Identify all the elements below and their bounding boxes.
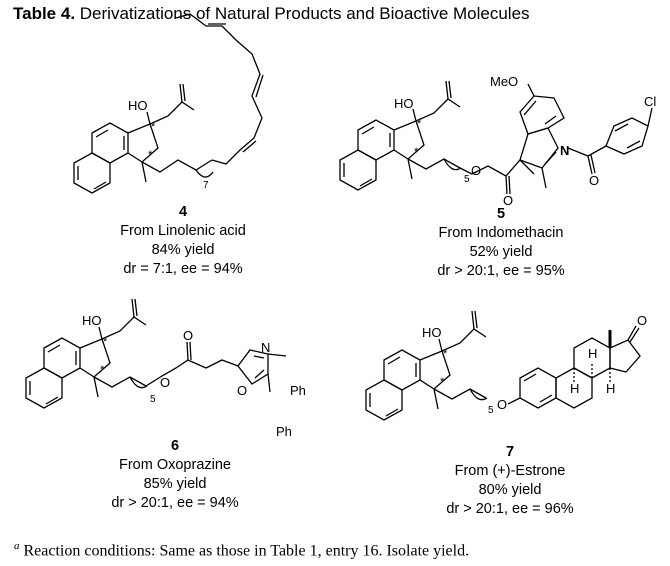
stereocenter-marker: * [148,149,153,161]
compound-source: From (+)-Estrone [454,463,566,479]
stereocenter-marker: * [440,376,445,388]
compound-source: From Linolenic acid [120,223,246,239]
stereocenter-marker: * [103,336,108,348]
atom-methoxy: MeO [490,74,518,89]
compound-number: 5 [496,206,506,222]
compound-5-caption: 5 From Indomethacin 52% yield dr > 20:1,… [411,205,591,281]
compound-yield: 84% yield [151,242,215,258]
stereocenter-marker: * [414,146,419,158]
atom-oxygen: O [471,163,481,178]
compound-selectivity: dr = 7:1, ee = 94% [123,261,243,277]
compound-selectivity: dr > 20:1, ee = 94% [111,495,239,511]
atom-phenyl: Ph [276,424,292,439]
compound-6-caption: 6 From Oxoprazine 85% yield dr > 20:1, e… [85,437,265,513]
stereocenter-marker: * [443,348,448,360]
compound-yield: 52% yield [469,244,533,260]
atom-oxygen: O [497,397,507,412]
stereocenter-marker: * [151,121,156,133]
compound-selectivity: dr > 20:1, ee = 96% [446,501,574,517]
compound-source: From Indomethacin [438,225,564,241]
compound-number: 7 [505,444,515,460]
atom-hydrogen: H [606,381,615,396]
table-title: Derivatizations of Natural Products and … [75,4,530,23]
atom-hydroxyl: HO [82,313,102,328]
stereocenter-marker: * [100,364,105,376]
table-footnote: a Reaction conditions: Same as those in … [14,540,469,560]
chain-length-label: 5 [150,394,156,405]
atom-nitrogen: N [560,143,569,158]
atom-oxygen: O [589,173,599,188]
atom-hydroxyl: HO [394,96,414,111]
table-caption: Table 4. Derivatizations of Natural Prod… [13,4,530,24]
chain-length-label: 7 [203,180,209,191]
chain-length-label: 5 [464,174,470,185]
atom-oxygen: O [160,375,170,390]
atom-hydroxyl: HO [422,325,442,340]
compound-7-caption: 7 From (+)-Estrone 80% yield dr > 20:1, … [420,443,600,519]
footnote-text: Reaction conditions: Same as those in Ta… [19,542,470,560]
atom-phenyl: Ph [290,383,306,398]
atom-oxygen: O [237,383,247,398]
compound-yield: 80% yield [478,482,542,498]
compound-selectivity: dr > 20:1, ee = 95% [437,263,565,279]
compound-source: From Oxoprazine [118,457,231,473]
atom-hydrogen: H [588,346,597,361]
stereocenter-marker: * [417,118,422,130]
footnote-marker: a [14,540,20,552]
compound-4-caption: 4 From Linolenic acid 84% yield dr = 7:1… [95,203,271,279]
table-label: Table 4. [13,4,76,23]
atom-hydroxyl: HO [128,98,148,113]
compound-number: 6 [170,438,180,454]
atom-chloro: Cl [644,94,656,109]
compound-number: 4 [178,204,188,220]
atom-nitrogen: N [261,340,270,355]
atom-hydrogen: H [570,381,579,396]
chain-length-label: 5 [488,405,494,416]
atom-oxygen: O [183,328,193,343]
atom-oxygen: O [637,313,647,328]
compound-yield: 85% yield [143,476,207,492]
